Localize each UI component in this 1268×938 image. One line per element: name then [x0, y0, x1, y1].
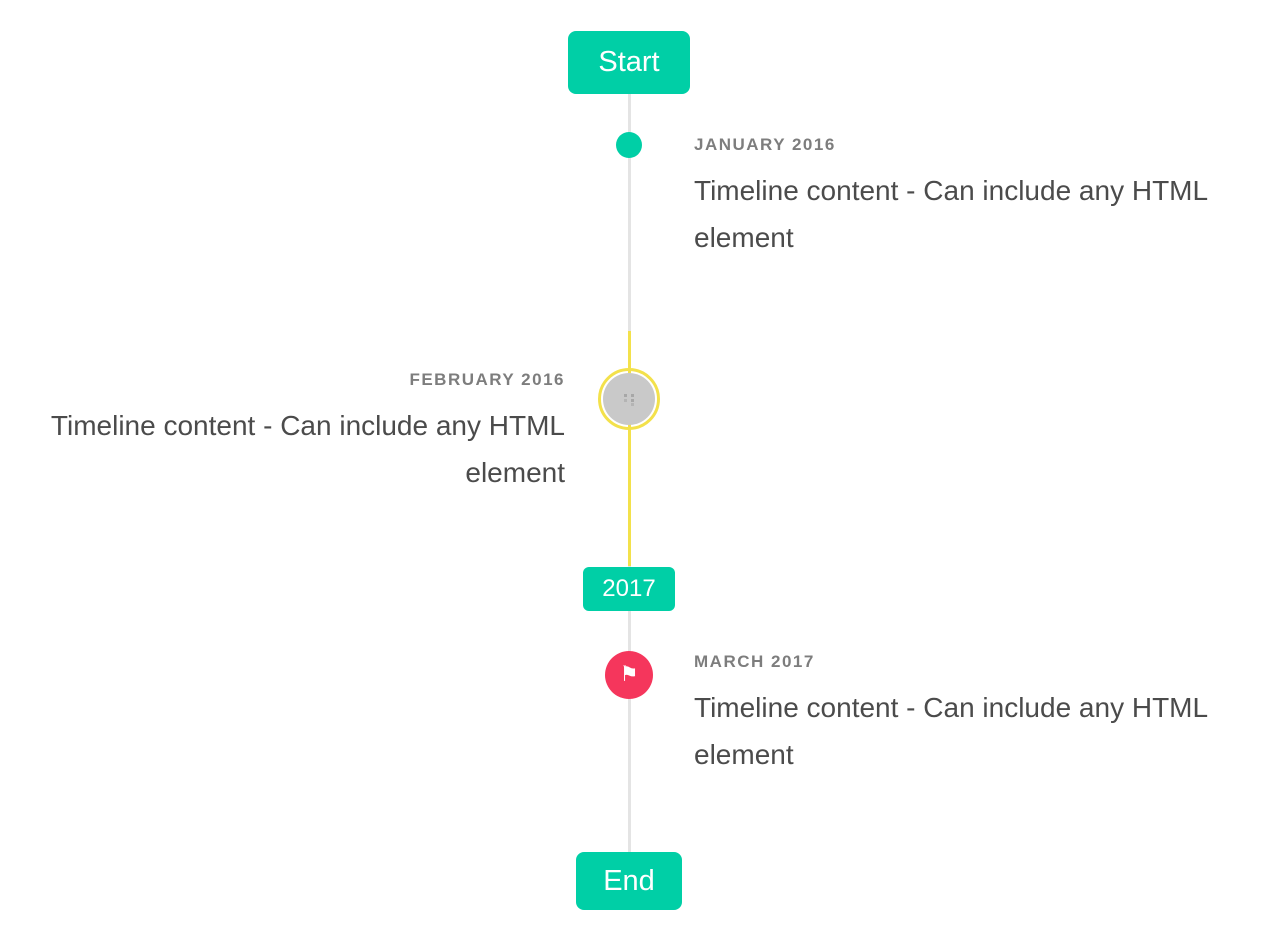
event-content: Timeline content - Can include any HTML … — [50, 410, 565, 488]
event-title: JANUARY 2016 — [694, 135, 836, 154]
year-badge: 2017 — [583, 567, 675, 611]
event-title: FEBRUARY 2016 — [409, 370, 565, 389]
end-button[interactable]: End — [576, 852, 682, 910]
timeline-event: MARCH 2017 Timeline content - Can includ… — [694, 652, 1239, 778]
timeline-event: JANUARY 2016 Timeline content - Can incl… — [694, 135, 1239, 261]
event-dot-marker — [616, 132, 642, 158]
event-content: Timeline content - Can include any HTML … — [694, 692, 1208, 770]
event-flag-marker: ⚑ — [605, 651, 653, 699]
event-title: MARCH 2017 — [694, 652, 815, 671]
timeline-line-highlight — [628, 331, 631, 566]
event-content: Timeline content - Can include any HTML … — [694, 175, 1208, 253]
event-image-marker — [598, 368, 660, 430]
flag-icon: ⚑ — [619, 661, 639, 686]
image-placeholder-icon — [623, 393, 634, 406]
timeline-event: FEBRUARY 2016 Timeline content - Can inc… — [20, 370, 565, 496]
start-button[interactable]: Start — [568, 31, 690, 94]
